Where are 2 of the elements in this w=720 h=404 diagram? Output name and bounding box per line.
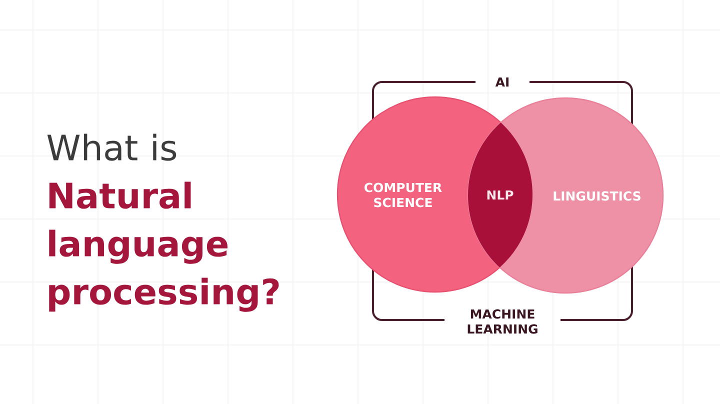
title: What is Natural language processing? bbox=[47, 134, 279, 312]
overlap-region: NLP bbox=[487, 190, 514, 200]
